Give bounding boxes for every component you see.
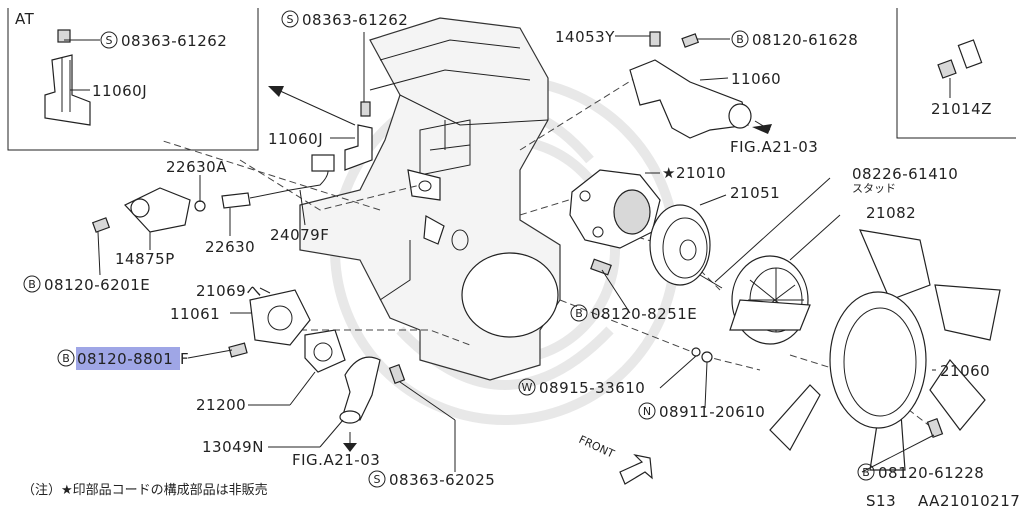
right-inset-frame <box>896 8 1016 139</box>
prefix-b-icon: B <box>575 307 583 320</box>
footer-note: （注）★印部品コードの構成部品は非販売 <box>22 482 268 498</box>
fig-arrow-bottom <box>343 432 357 452</box>
prefix-w-icon: W <box>522 381 533 394</box>
part-label-08911-20610[interactable]: 08911-20610 <box>659 403 765 421</box>
page-number: S13 <box>866 492 896 510</box>
prefix-b-icon: B <box>28 278 36 291</box>
part-label-22630a[interactable]: 22630A <box>166 158 227 176</box>
part-label-08915-33610[interactable]: 08915-33610 <box>539 379 645 397</box>
pulley-21051 <box>590 204 723 289</box>
selected-part-highlight <box>76 347 180 370</box>
part-label-21051[interactable]: 21051 <box>730 184 780 202</box>
figure-code: AA21010217 <box>918 492 1020 510</box>
part-label-08226-61410[interactable]: 08226-61410 <box>852 165 958 183</box>
part-note-stud: スタッド <box>852 182 896 195</box>
part-label-21069[interactable]: 21069へ <box>196 282 262 300</box>
front-label: FRONT <box>577 433 617 461</box>
part-label-08120-8251e[interactable]: 08120-8251E <box>591 305 697 323</box>
front-arrow <box>619 454 653 485</box>
sensor-cluster-left <box>91 154 335 233</box>
part-label-21200[interactable]: 21200 <box>196 396 246 414</box>
fig-ref-bottom[interactable]: FIG.A21-03 <box>292 451 380 469</box>
part-label-13049n[interactable]: 13049N <box>202 438 264 456</box>
prefix-n-icon: N <box>643 405 651 418</box>
water-pump-21010 <box>569 169 661 249</box>
at-bracket-drawing <box>44 29 91 126</box>
part-label-08363-61262[interactable]: 08363-61262 <box>302 11 408 29</box>
part-label-11061[interactable]: 11061 <box>170 305 220 323</box>
fan-21060 <box>729 229 1001 471</box>
part-label-08120-6201e[interactable]: 08120-6201E <box>44 276 150 294</box>
sensor-21014z-drawing <box>937 39 983 98</box>
prefix-b-icon: B <box>736 33 744 46</box>
part-label-08120-8801f[interactable]: 08120-8801 <box>77 350 173 368</box>
prefix-s-icon: S <box>287 13 294 26</box>
prefix-b-icon: B <box>862 466 870 479</box>
at-inset-label: AT <box>15 10 35 28</box>
at-inset-frame <box>7 8 259 151</box>
prefix-markers <box>23 10 875 488</box>
part-label-14053y[interactable]: 14053Y <box>555 28 615 46</box>
water-outlet-group <box>228 289 406 424</box>
engine-block <box>299 17 561 381</box>
part-label-21010[interactable]: ★21010 <box>662 164 726 182</box>
fig-ref-top[interactable]: FIG.A21-03 <box>730 138 818 156</box>
part-label-08363-61262-at[interactable]: 08363-61262 <box>121 32 227 50</box>
part-label-11060j-at[interactable]: 11060J <box>92 82 147 100</box>
pump-housing-11060 <box>629 31 772 139</box>
part-label-08363-62025[interactable]: 08363-62025 <box>389 471 495 489</box>
leader-lines <box>64 32 936 473</box>
part-label-08120-61628[interactable]: 08120-61628 <box>752 31 858 49</box>
part-label-11060[interactable]: 11060 <box>731 70 781 88</box>
part-label-22630[interactable]: 22630 <box>205 238 255 256</box>
part-label-24079f[interactable]: 24079F <box>270 226 329 244</box>
part-label-14875p[interactable]: 14875P <box>115 250 175 268</box>
part-label-21082[interactable]: 21082 <box>866 204 916 222</box>
part-label-08120-8801f-suffix: F <box>180 350 189 368</box>
bracket-11060j-drawing <box>344 101 373 171</box>
prefix-s-icon: S <box>106 34 113 47</box>
prefix-s-icon: S <box>374 473 381 486</box>
part-label-21014z[interactable]: 21014Z <box>931 100 992 118</box>
part-label-21060[interactable]: 21060 <box>940 362 990 380</box>
prefix-b-icon: B <box>62 352 70 365</box>
direction-arrow-upper-left <box>268 86 356 126</box>
part-label-11060j[interactable]: 11060J <box>268 130 323 148</box>
part-label-08120-61228[interactable]: 08120-61228 <box>878 464 984 482</box>
